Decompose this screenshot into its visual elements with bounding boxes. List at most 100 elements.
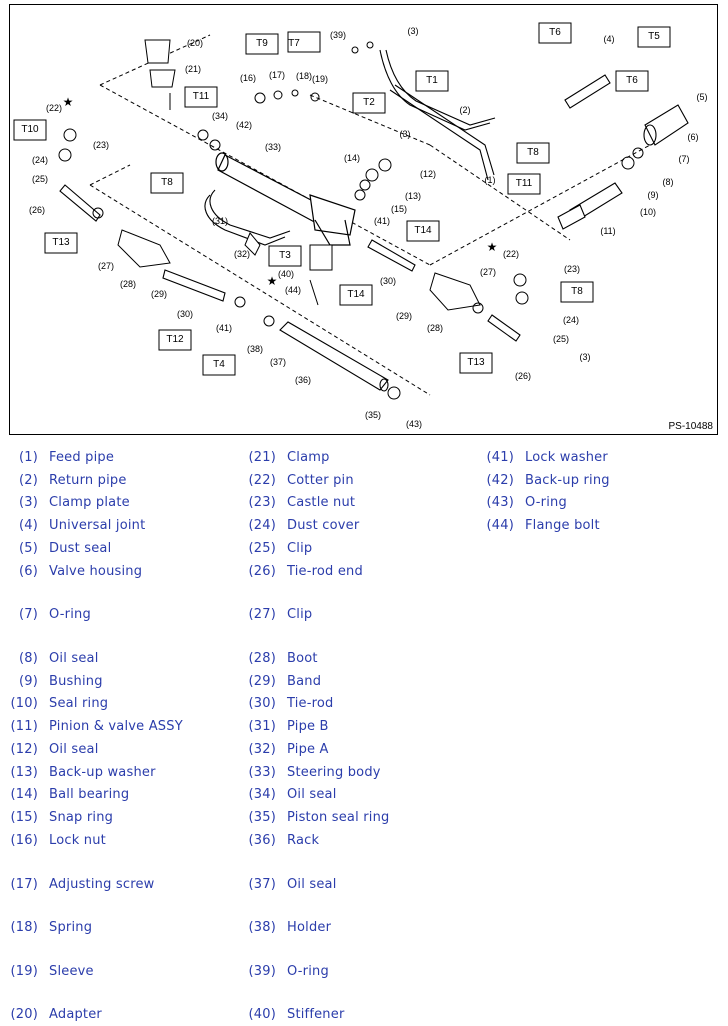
part-name: Clamp plate [49, 495, 130, 510]
torque-label: T13 [467, 357, 485, 368]
part-entry: (42)Back-up ring [476, 473, 610, 488]
pipes-shape [204, 49, 496, 246]
part-number: (40) [248, 1007, 276, 1022]
part-entry: (10)Seal ring [0, 696, 109, 711]
torque-label: T11 [193, 91, 210, 102]
part-number: (17) [10, 877, 38, 892]
part-number: (1) [18, 450, 38, 465]
part-entry: (9) Bushing [0, 674, 103, 689]
diagram-drawing [13, 22, 689, 400]
callout-number: (35) [365, 410, 381, 420]
callout-number: (6) [688, 132, 699, 142]
part-number: (44) [486, 518, 514, 533]
part-number: (38) [248, 920, 276, 935]
part-entry: (34) Oil seal [238, 787, 337, 802]
torque-label: T14 [347, 289, 365, 300]
part-entry: (25)Clip [238, 541, 313, 556]
part-number: (20) [10, 1007, 38, 1022]
torque-boxes [13, 22, 671, 376]
part-name: Spring [49, 920, 93, 935]
part-name: Dust seal [49, 541, 112, 556]
callout-number: (5) [697, 92, 708, 102]
part-number: (12) [10, 742, 38, 757]
part-name: Lock washer [525, 450, 608, 465]
part-name: Oil seal [49, 651, 99, 666]
part-number: (25) [248, 541, 276, 556]
part-number: (34) [248, 787, 276, 802]
callout-number: (22) [503, 249, 519, 259]
callout-number: (8) [663, 177, 674, 187]
part-entry: (33)Steering body [238, 765, 381, 780]
part-name: Sleeve [49, 964, 94, 979]
part-name: Holder [287, 920, 332, 935]
callout-number: (9) [648, 190, 659, 200]
callout-number: (17) [269, 70, 285, 80]
part-number: (43) [486, 495, 514, 510]
torque-label: T2 [363, 97, 375, 108]
torque-label: T11 [516, 178, 533, 189]
part-entry: (1) Feed pipe [0, 450, 114, 465]
part-number: (6) [18, 564, 38, 579]
callout-number: (13) [405, 191, 421, 201]
part-name: Tie-rod end [287, 564, 363, 579]
torque-label: T1 [426, 75, 438, 86]
part-number: (10) [10, 696, 38, 711]
callout-number: (41) [374, 216, 390, 226]
part-entry: (2)Return pipe [0, 473, 127, 488]
part-name: Bushing [49, 674, 103, 689]
callout-number: (7) [679, 154, 690, 164]
part-number: (23) [248, 495, 276, 510]
part-entry: (15)Snap ring [0, 810, 113, 825]
callout-number: (24) [32, 155, 48, 165]
part-number: (33) [248, 765, 276, 780]
star-marker: ★ [487, 240, 498, 254]
part-name: Oil seal [287, 787, 337, 802]
callout-number: (3) [408, 26, 419, 36]
callout-number: (31) [212, 216, 228, 226]
callout-number: (22) [46, 103, 62, 113]
part-number: (24) [248, 518, 276, 533]
torque-label: T8 [527, 147, 539, 158]
part-number: (36) [248, 833, 276, 848]
part-number: (13) [10, 765, 38, 780]
callout-number: (3) [400, 129, 411, 139]
part-entry: (24)Dust cover [238, 518, 360, 533]
callout-number: (30) [177, 309, 193, 319]
part-name: Adjusting screw [49, 877, 155, 892]
part-name: Snap ring [49, 810, 114, 825]
torque-label: T9 [256, 38, 268, 49]
part-number: (39) [248, 964, 276, 979]
torque-label: T8 [161, 177, 173, 188]
torque-label: T3 [279, 250, 291, 261]
part-number: (21) [248, 450, 276, 465]
callout-number: (41) [216, 323, 232, 333]
part-entry: (23)Castle nut [238, 495, 356, 510]
torque-label: T5 [648, 31, 660, 42]
part-name: Back-up ring [525, 473, 610, 488]
part-name: Boot [287, 651, 318, 666]
part-name: Cotter pin [287, 473, 354, 488]
part-entry: (4)Universal joint [0, 518, 145, 533]
part-number: (9) [18, 674, 38, 689]
torque-label: T10 [21, 124, 39, 135]
part-number: (30) [248, 696, 276, 711]
part-name: Feed pipe [49, 450, 115, 465]
part-number: (14) [10, 787, 38, 802]
part-name: Band [287, 674, 322, 689]
callout-number: (37) [270, 357, 286, 367]
part-name: Flange bolt [525, 518, 600, 533]
callout-number: (26) [29, 205, 45, 215]
part-entry: (16)Lock nut [0, 833, 106, 848]
part-entry: (21)Clamp [238, 450, 330, 465]
torque-label: T7 [288, 38, 300, 49]
steering-body-shape [215, 152, 356, 246]
part-entry: (19)Sleeve [0, 964, 94, 979]
part-number: (27) [248, 607, 276, 622]
callout-number: (27) [480, 267, 496, 277]
part-entry: (29)Band [238, 674, 321, 689]
part-name: Pipe B [287, 719, 329, 734]
part-name: Valve housing [49, 564, 143, 579]
part-entry: (37)Oil seal [238, 877, 337, 892]
part-name: Clip [287, 607, 313, 622]
part-entry: (39)O-ring [238, 964, 329, 979]
